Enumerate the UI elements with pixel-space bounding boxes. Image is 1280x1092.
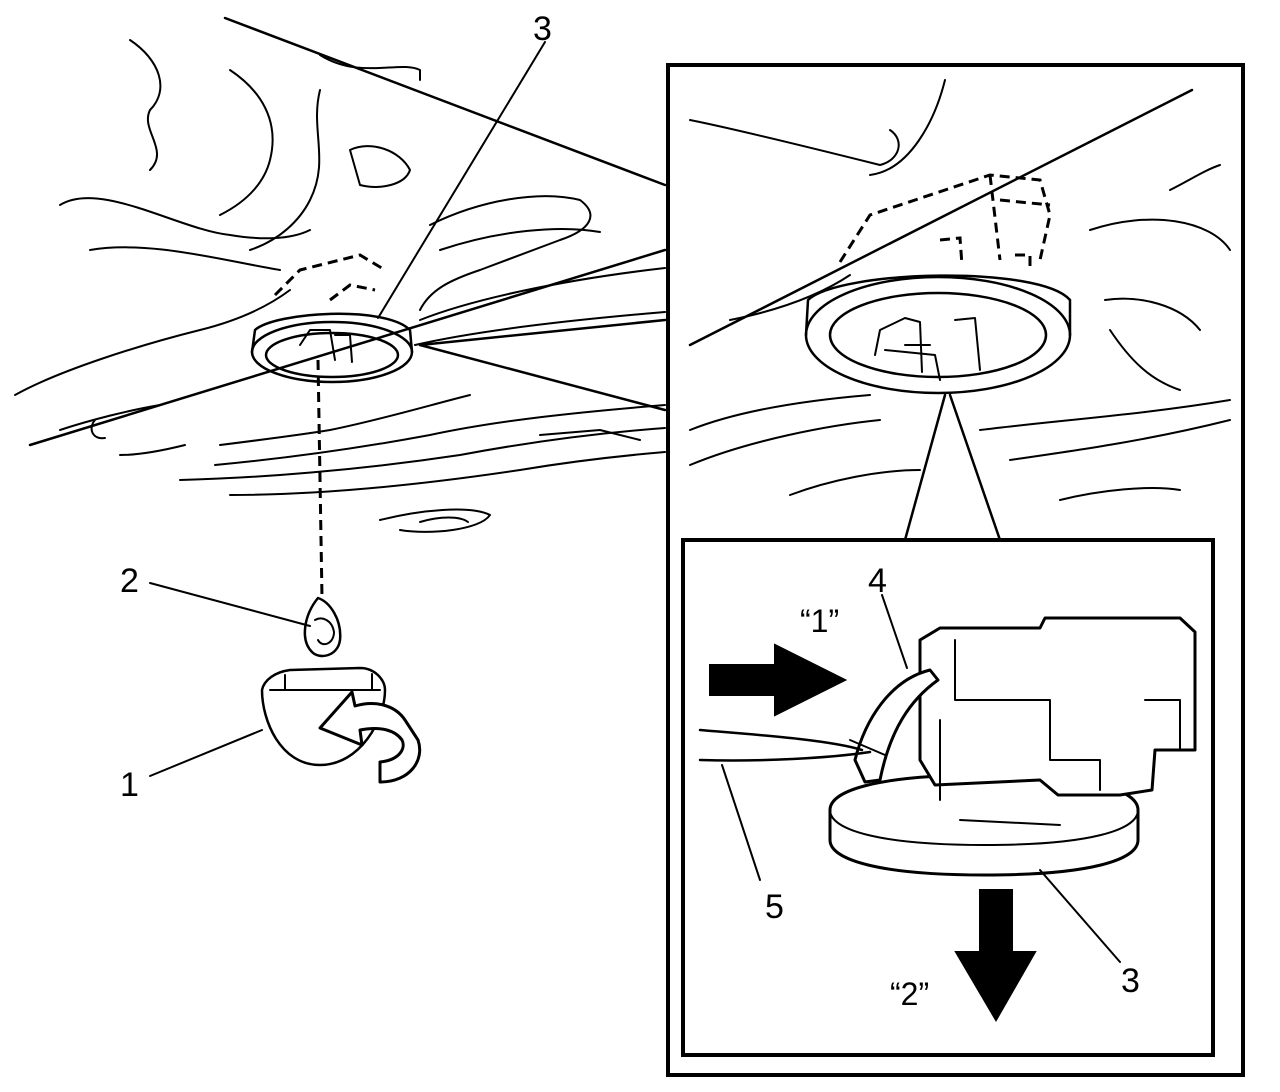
inset-frame-outer <box>666 63 1245 1077</box>
label-4: 4 <box>868 562 887 600</box>
detail-view: 4 5 3 “1” “2” <box>698 562 1197 1022</box>
push-arrow-icon <box>709 643 848 717</box>
step-label-1: “1” <box>800 603 839 639</box>
inset-upper-view <box>688 79 1231 542</box>
label-1: 1 <box>120 766 139 804</box>
label-3-bottom: 3 <box>1121 962 1140 1000</box>
main-view: 3 2 1 <box>14 10 667 804</box>
inset-frame-detail <box>681 538 1215 1057</box>
label-5: 5 <box>765 888 784 926</box>
step-label-2: “2” <box>890 976 929 1012</box>
label-3-top: 3 <box>533 10 552 48</box>
label-2: 2 <box>120 562 139 600</box>
pull-down-arrow-icon <box>954 889 1037 1022</box>
